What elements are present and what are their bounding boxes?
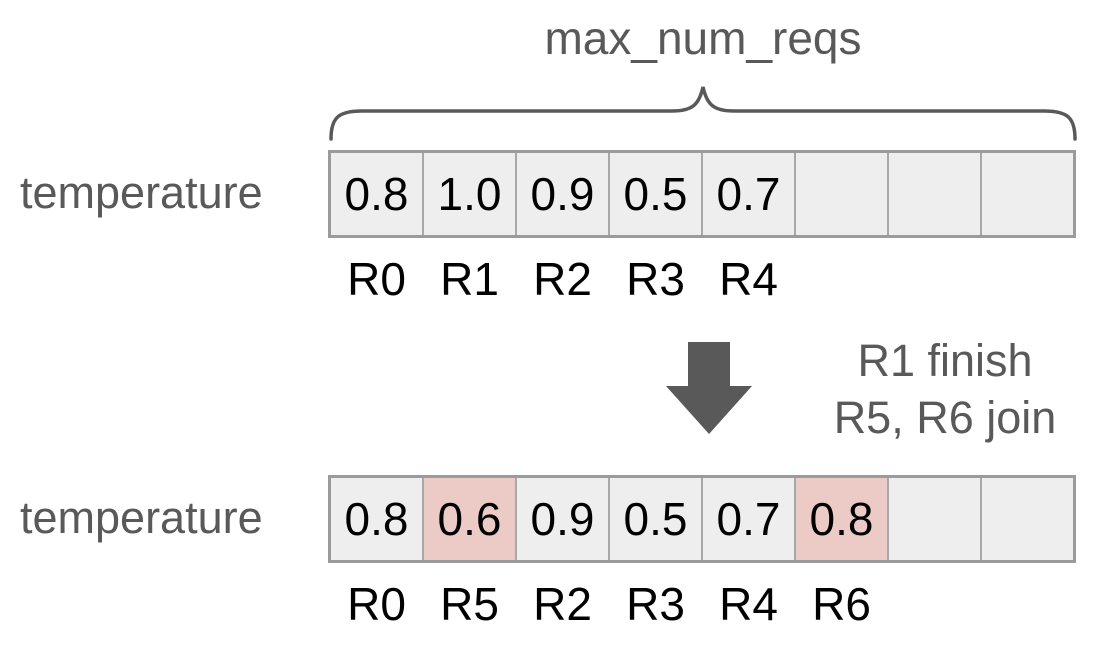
- temperature-cell: 0.7: [701, 153, 794, 235]
- temperature-cell: 0.8: [331, 153, 422, 235]
- temperature-cell-empty: [887, 153, 980, 235]
- request-label: R4: [719, 578, 778, 630]
- temperature-cell-highlighted: 0.6: [422, 478, 515, 560]
- request-label: [889, 254, 980, 304]
- transition-note-line1: R1 finish: [857, 335, 1033, 386]
- request-label: [889, 579, 980, 629]
- request-label: R0: [347, 578, 406, 630]
- request-label: R3: [626, 578, 685, 630]
- temperature-cell-empty: [887, 478, 980, 560]
- temperature-cell-empty: [794, 153, 887, 235]
- down-arrow-icon: [666, 342, 752, 434]
- temperature-cell: 0.7: [701, 478, 794, 560]
- temperature-cell: 0.8: [331, 478, 422, 560]
- temperature-cell: 1.0: [422, 153, 515, 235]
- request-label: [982, 254, 1073, 304]
- request-label: [796, 254, 887, 304]
- temperature-cell: 0.9: [515, 153, 608, 235]
- request-label: R3: [626, 253, 685, 305]
- temperature-row-label-before: temperature: [20, 167, 263, 218]
- request-label: R4: [719, 253, 778, 305]
- transition-note: R1 finish R5, R6 join: [795, 332, 1095, 446]
- curly-brace-icon: [329, 86, 1077, 141]
- request-label: R6: [812, 578, 871, 630]
- request-labels-before: R0 R1 R2 R3 R4: [331, 254, 1073, 304]
- request-label: R0: [347, 253, 406, 305]
- temperature-cell: 0.9: [515, 478, 608, 560]
- temperature-strip-before: 0.8 1.0 0.9 0.5 0.7: [328, 150, 1076, 238]
- request-label: [982, 579, 1073, 629]
- transition-note-line2: R5, R6 join: [833, 392, 1057, 443]
- temperature-cell: 0.5: [608, 153, 701, 235]
- brace-label: max_num_reqs: [544, 12, 862, 64]
- request-label: R2: [533, 253, 592, 305]
- temperature-cell-empty: [980, 478, 1073, 560]
- request-label: R1: [440, 253, 499, 305]
- temperature-strip-after: 0.8 0.6 0.9 0.5 0.7 0.8: [328, 475, 1076, 563]
- request-label: R2: [533, 578, 592, 630]
- temperature-cell-highlighted: 0.8: [794, 478, 887, 560]
- temperature-row-label-after: temperature: [20, 492, 263, 543]
- temperature-cell: 0.5: [608, 478, 701, 560]
- temperature-cell-empty: [980, 153, 1073, 235]
- request-labels-after: R0 R5 R2 R3 R4 R6: [331, 579, 1073, 629]
- request-label: R5: [440, 578, 499, 630]
